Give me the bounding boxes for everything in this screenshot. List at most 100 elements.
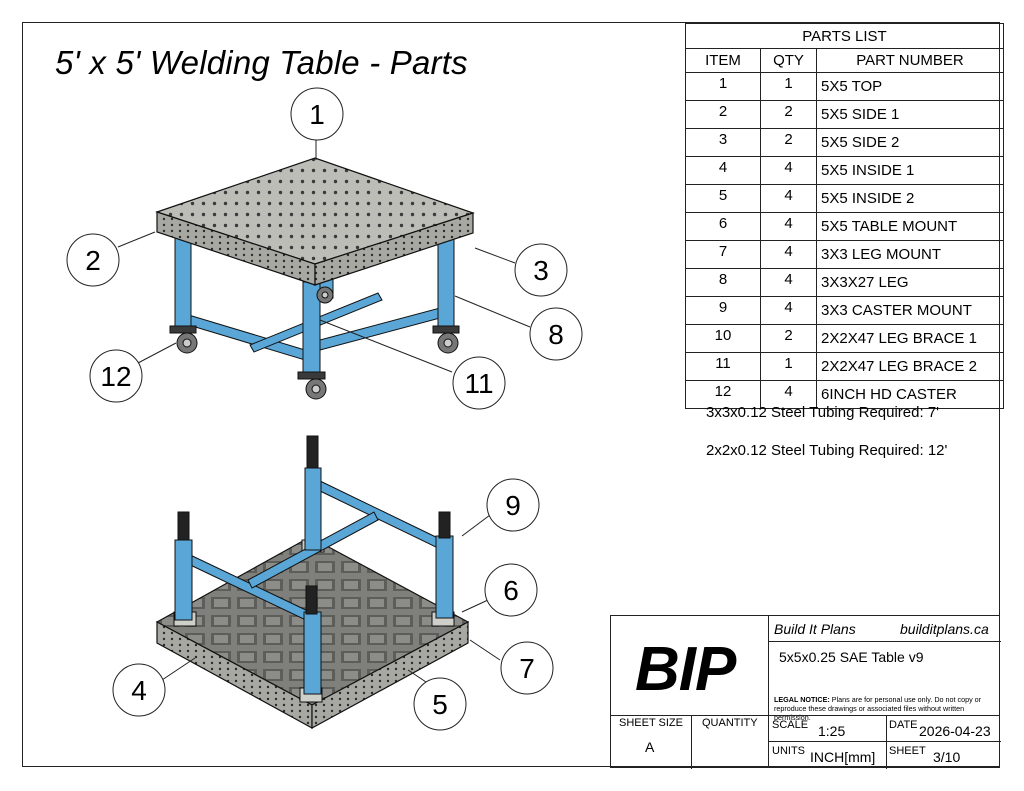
row-qty: 1 [760, 352, 817, 381]
caster-right [432, 325, 460, 354]
svg-text:6: 6 [503, 575, 519, 606]
row-item: 1 [685, 72, 761, 101]
row-qty: 4 [760, 156, 817, 185]
row-item: 7 [685, 240, 761, 269]
row-part-number: 5X5 SIDE 1 [816, 100, 1004, 129]
row-part-number: 5X5 TABLE MOUNT [816, 212, 1004, 241]
row-item: 9 [685, 296, 761, 325]
svg-text:2: 2 [85, 245, 101, 276]
balloon-9: 9 [486, 478, 540, 532]
row-part-number: 3X3 LEG MOUNT [816, 240, 1004, 269]
svg-text:1: 1 [309, 99, 325, 130]
svg-text:5: 5 [432, 689, 448, 720]
caster-back [316, 286, 334, 304]
row-part-number: 2X2X47 LEG BRACE 1 [816, 324, 1004, 353]
row-qty: 2 [760, 128, 817, 157]
leg-left [174, 235, 192, 329]
row-qty: 2 [760, 324, 817, 353]
row-part-number: 5X5 TOP [816, 72, 1004, 101]
balloon-7: 7 [500, 641, 554, 695]
caster-front [297, 371, 327, 400]
row-part-number: 5X5 INSIDE 1 [816, 156, 1004, 185]
units-value: INCH[mm] [810, 749, 876, 765]
row-qty: 4 [760, 268, 817, 297]
row-item: 10 [685, 324, 761, 353]
svg-text:12: 12 [100, 361, 131, 392]
row-qty: 4 [760, 184, 817, 213]
row-item: 4 [685, 156, 761, 185]
row-part-number: 6INCH HD CASTER [816, 380, 1004, 409]
assembled-view [155, 157, 475, 400]
svg-text:8: 8 [548, 319, 564, 350]
tubing-note-2x2: 2x2x0.12 Steel Tubing Required: 12' [706, 442, 948, 459]
row-qty: 1 [760, 72, 817, 101]
scale-value: 1:25 [818, 723, 846, 739]
row-item: 11 [685, 352, 761, 381]
header-item: ITEM [685, 48, 761, 73]
svg-text:3: 3 [533, 255, 549, 286]
row-part-number: 5X5 SIDE 2 [816, 128, 1004, 157]
balloon-1: 1 [290, 87, 344, 141]
sheet-size-value: A [645, 739, 655, 755]
company-name: Build It Plans [774, 621, 856, 637]
row-part-number: 3X3 CASTER MOUNT [816, 296, 1004, 325]
svg-text:11: 11 [464, 368, 493, 399]
sheet-size-label: SHEET SIZE [619, 717, 683, 729]
table-top-right-face [314, 212, 474, 286]
balloon-2: 2 [66, 233, 120, 287]
drawing-title: 5x5x0.25 SAE Table v9 [779, 649, 924, 665]
sheet-label: SHEET [889, 745, 926, 757]
leg-uf [303, 611, 322, 695]
svg-text:4: 4 [131, 675, 147, 706]
leg-right [437, 237, 455, 329]
balloon-4: 4 [112, 663, 166, 717]
underside-view [155, 435, 470, 730]
svg-text:7: 7 [519, 653, 535, 684]
row-qty: 4 [760, 212, 817, 241]
date-value: 2026-04-23 [919, 723, 991, 739]
units-label: UNITS [772, 745, 805, 757]
balloon-12: 12 [89, 349, 143, 403]
row-item: 3 [685, 128, 761, 157]
row-part-number: 5X5 INSIDE 2 [816, 184, 1004, 213]
row-qty: 2 [760, 100, 817, 129]
legal-notice: LEGAL NOTICE: Plans are for personal use… [774, 695, 982, 722]
balloon-3: 3 [514, 243, 568, 297]
quantity-label: QUANTITY [702, 717, 758, 729]
row-item: 6 [685, 212, 761, 241]
row-item: 5 [685, 184, 761, 213]
tubing-note-3x3: 3x3x0.12 Steel Tubing Required: 7' [706, 404, 940, 421]
leg-ub [304, 467, 322, 551]
balloon-8: 8 [529, 307, 583, 361]
row-item: 12 [685, 380, 761, 409]
row-part-number: 2X2X47 LEG BRACE 2 [816, 352, 1004, 381]
date-label: DATE [889, 719, 918, 731]
caster-left [169, 325, 198, 354]
row-qty: 4 [760, 380, 817, 409]
balloon-6: 6 [484, 563, 538, 617]
row-item: 2 [685, 100, 761, 129]
parts-list-caption: PARTS LIST [685, 23, 1004, 49]
leg-ur [435, 535, 454, 619]
header-part-number: PART NUMBER [816, 48, 1004, 73]
balloon-5: 5 [413, 677, 467, 731]
svg-text:9: 9 [505, 490, 521, 521]
balloon-11: 11 [452, 356, 506, 410]
scale-label: SCALE [772, 719, 809, 731]
balloons: 1 2 3 8 11 12 9 6 7 4 5 [66, 87, 583, 731]
title-block: BIP Build It Plans builditplans.ca 5x5x0… [610, 615, 1001, 769]
row-part-number: 3X3X27 LEG [816, 268, 1004, 297]
